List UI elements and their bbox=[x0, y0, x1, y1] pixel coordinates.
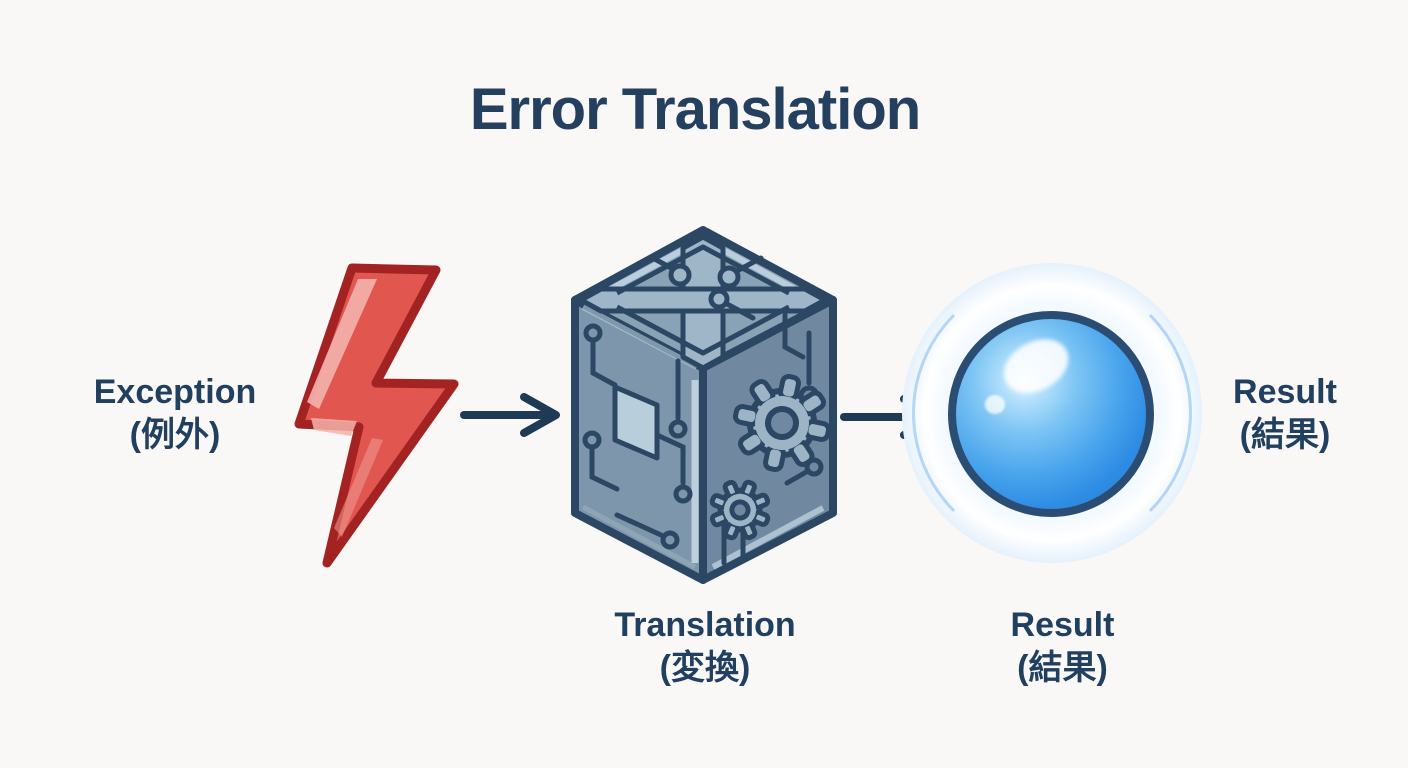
result-label-jp: (結果) bbox=[1017, 649, 1108, 687]
orb-sphere bbox=[948, 311, 1154, 517]
exception-label: Exception (例外) bbox=[60, 371, 290, 457]
lightning-bolt-icon bbox=[294, 263, 459, 568]
result-label: Result (結果) bbox=[950, 604, 1175, 690]
gear-icon bbox=[732, 373, 832, 473]
orb-highlight-dot bbox=[984, 395, 1006, 414]
page-title: Error Translation bbox=[469, 77, 921, 142]
arrow-right-icon bbox=[460, 393, 560, 437]
translation-label-jp: (変換) bbox=[659, 649, 751, 687]
translation-label-en: Translation bbox=[614, 606, 796, 644]
orb-highlight bbox=[994, 328, 1078, 403]
result-label-en: Result bbox=[1010, 606, 1115, 644]
result-side-label-en: Result bbox=[1233, 373, 1337, 411]
exception-label-jp: (例外) bbox=[129, 416, 221, 454]
exception-label-en: Exception bbox=[93, 373, 257, 411]
result-side-label: Result (結果) bbox=[1200, 371, 1370, 457]
translation-label: Translation (変換) bbox=[580, 604, 830, 690]
orb-halo-ring bbox=[912, 273, 1192, 553]
circuit-cube-icon bbox=[571, 226, 837, 584]
result-side-label-jp: (結果) bbox=[1239, 416, 1331, 454]
gear-small-icon bbox=[709, 479, 771, 541]
